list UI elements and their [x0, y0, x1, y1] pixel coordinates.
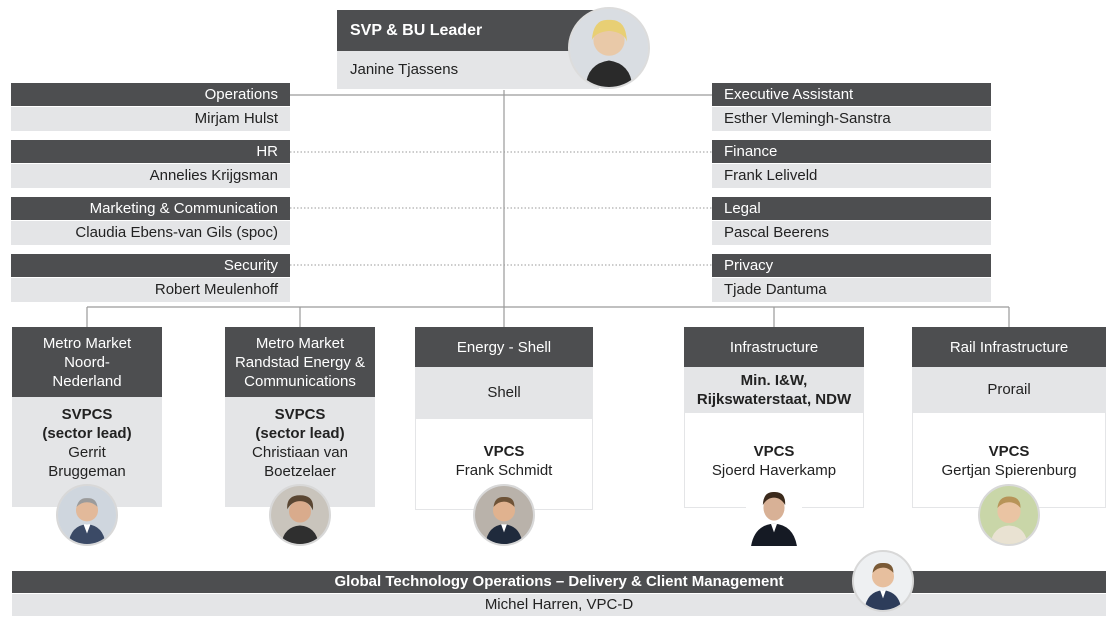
unit-header-line: Randstad Energy &: [234, 353, 366, 371]
unit-header-infrastructure: Infrastructure: [684, 327, 864, 367]
unit-title-line: SVPCS: [61, 406, 113, 423]
christiaan-avatar: [269, 484, 331, 546]
unit-client-line: Min. I&W,: [740, 371, 808, 389]
staff-role-security: Security: [11, 254, 290, 277]
top-title: SVP & BU Leader: [337, 10, 599, 51]
unit-person-name: Bruggeman: [48, 463, 126, 480]
michel-avatar: [852, 550, 914, 612]
leader-avatar: [568, 7, 650, 89]
unit-title-line: VPCS: [483, 443, 525, 460]
staff-name-legal: Pascal Beerens: [712, 221, 991, 245]
unit-title-line: (sector lead): [42, 425, 132, 442]
unit-person-name: Christiaan van: [252, 444, 348, 461]
staff-name-operations: Mirjam Hulst: [11, 107, 290, 131]
staff-name-hr: Annelies Krijgsman: [11, 164, 290, 188]
staff-name-privacy: Tjade Dantuma: [712, 278, 991, 302]
unit-client-rail: Prorail: [912, 367, 1106, 412]
unit-header-energy-shell: Energy - Shell: [415, 327, 593, 367]
unit-person-name: Boetzelaer: [264, 463, 336, 480]
unit-title-line: (sector lead): [255, 425, 345, 442]
unit-title-line: VPCS: [753, 443, 795, 460]
bottom-name: Michel Harren, VPC-D: [12, 594, 1106, 616]
unit-header-line: Metro Market: [42, 334, 132, 352]
frank-schmidt-avatar: [473, 484, 535, 546]
unit-person-name: Gerrit: [68, 444, 106, 461]
unit-header-line: Rail Infrastructure: [949, 338, 1069, 356]
gerrit-avatar: [56, 484, 118, 546]
unit-client-line: Prorail: [987, 381, 1031, 398]
staff-role-marketing: Marketing & Communication: [11, 197, 290, 220]
staff-name-executive-assistant: Esther Vlemingh-Sanstra: [712, 107, 991, 131]
gertjan-avatar: [978, 484, 1040, 546]
sjoerd-avatar: [746, 484, 802, 546]
staff-name-marketing: Claudia Ebens-van Gils (spoc): [11, 221, 290, 245]
unit-header-line: Communications: [244, 372, 356, 390]
staff-name-security: Robert Meulenhoff: [11, 278, 290, 302]
staff-name-finance: Frank Leliveld: [712, 164, 991, 188]
unit-header-line: Energy - Shell: [456, 338, 552, 356]
unit-header-line: Infrastructure: [729, 338, 819, 356]
unit-client-energy-shell: Shell: [415, 367, 593, 418]
unit-person-name: Sjoerd Haverkamp: [711, 462, 837, 479]
staff-role-operations: Operations: [11, 83, 290, 106]
staff-role-privacy: Privacy: [712, 254, 991, 277]
unit-header-line: Noord-: [64, 353, 110, 371]
staff-role-executive-assistant: Executive Assistant: [712, 83, 991, 106]
staff-role-hr: HR: [11, 140, 290, 163]
unit-title-line: VPCS: [988, 443, 1030, 460]
unit-client-line: Shell: [487, 384, 521, 401]
unit-person-name: Gertjan Spierenburg: [941, 462, 1077, 479]
bottom-title: Global Technology Operations – Delivery …: [12, 571, 1106, 593]
top-name: Janine Tjassens: [337, 51, 599, 89]
staff-role-finance: Finance: [712, 140, 991, 163]
unit-person-name: Frank Schmidt: [455, 462, 553, 479]
unit-client-line: Rijkswaterstaat, NDW: [696, 390, 852, 408]
unit-header-noord-nederland: Metro Market Noord- Nederland: [12, 327, 162, 397]
staff-role-legal: Legal: [712, 197, 991, 220]
unit-header-line: Metro Market: [255, 334, 345, 352]
unit-body-infrastructure: VPCS Sjoerd Haverkamp: [684, 412, 864, 508]
unit-header-randstad: Metro Market Randstad Energy & Communica…: [225, 327, 375, 397]
unit-title-line: SVPCS: [274, 406, 326, 423]
unit-header-line: Nederland: [52, 372, 122, 390]
unit-header-rail: Rail Infrastructure: [912, 327, 1106, 367]
unit-client-infrastructure: Min. I&W, Rijkswaterstaat, NDW: [684, 367, 864, 412]
